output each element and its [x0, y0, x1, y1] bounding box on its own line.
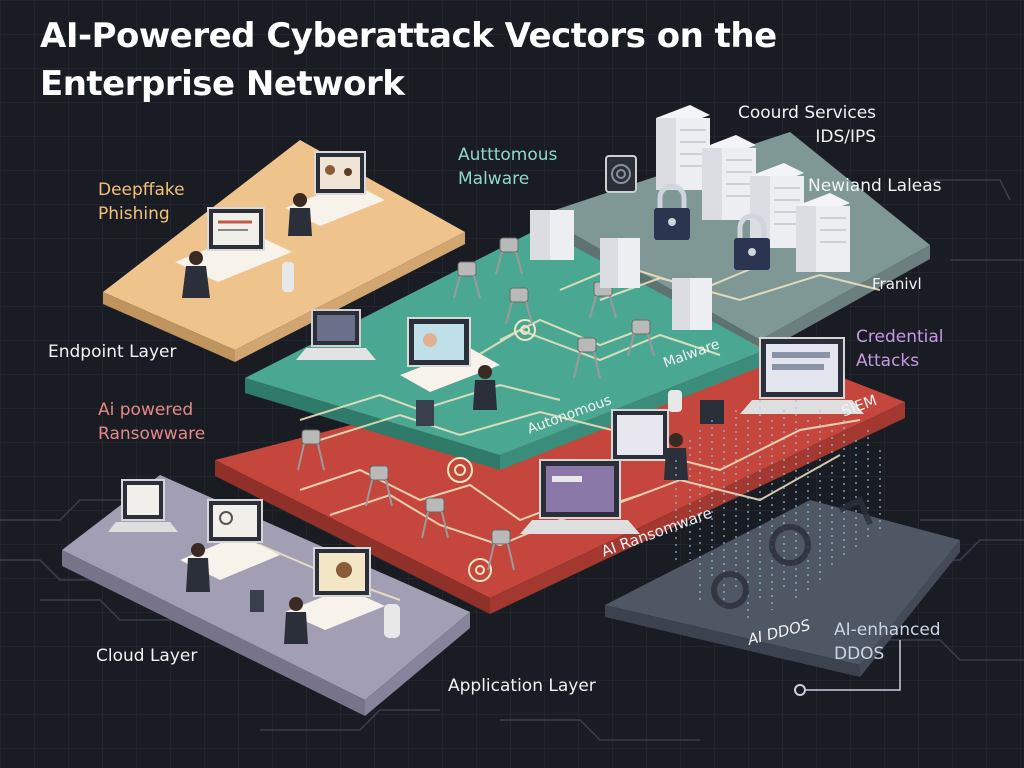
label-line: Ai powered: [98, 400, 194, 420]
robot-icon: [297, 429, 325, 471]
ddos-ghost-shapes: [711, 495, 873, 609]
padlocks: [605, 155, 770, 270]
label-line: DDOS: [834, 644, 885, 664]
person-icon: [189, 251, 203, 265]
robot-icon: [453, 261, 481, 299]
laptop-icon: [611, 409, 669, 461]
label-endpoint-layer: Endpoint Layer: [48, 342, 177, 362]
laptop-icon: [108, 479, 178, 532]
robot-icon: [495, 237, 523, 275]
label-franivl: Franivl: [872, 275, 922, 293]
person-icon: [478, 365, 492, 379]
label-line: Phishing: [98, 204, 170, 224]
robot-icon: [487, 529, 515, 571]
robot-icon: [505, 287, 533, 325]
label-ai-powered-ransomware: Ai powered Ransowware: [98, 398, 205, 446]
label-cloud-layer: Cloud Layer: [96, 646, 198, 666]
page-title: AI-Powered Cyberattack Vectors on the En…: [40, 16, 777, 104]
label-autonomous-malware-top: Autttomous Malware: [458, 143, 557, 191]
label-newiand-laleas: Newiand Laleas: [808, 176, 942, 196]
robot-icon: [573, 337, 601, 379]
laptop-icon: [520, 459, 640, 534]
endpoint-workstations: [175, 151, 385, 298]
person-icon: [293, 193, 307, 207]
ddos-platform: [605, 500, 960, 677]
person-icon: [191, 543, 205, 557]
label-line: Credential: [856, 327, 944, 347]
malware-workstations: [296, 309, 500, 426]
label-line: AI-enhanced: [834, 620, 941, 640]
label-credential-attacks: Credential Attacks: [856, 325, 944, 373]
background-circuits: [0, 179, 1024, 741]
robot-icon: [365, 465, 393, 507]
label-application-layer: Application Layer: [448, 676, 596, 696]
malware-robots: [453, 237, 655, 379]
label-line: IDS/IPS: [815, 127, 877, 147]
label-line: Ransowware: [98, 424, 206, 444]
robot-icon: [421, 497, 449, 539]
server-rack-icon: [600, 238, 640, 288]
server-rack-icon: [656, 105, 710, 190]
server-rack-icon: [530, 210, 574, 260]
label-line: Attacks: [856, 351, 920, 371]
laptop-icon: [740, 337, 864, 414]
label-line: Autttomous: [458, 145, 558, 165]
robot-icon: [589, 281, 617, 319]
ransomware-robots: [297, 429, 515, 571]
server-racks: [530, 105, 850, 330]
cloud-devices: [108, 479, 400, 644]
server-rack-icon: [796, 193, 850, 272]
padlock-icon: [654, 183, 690, 240]
label-ai-enhanced-ddos: AI-enhanced DDOS: [834, 618, 941, 666]
server-rack-icon: [750, 163, 804, 248]
label-cloud-services-ids: Coourd Services IDS/IPS: [738, 101, 876, 149]
ddos-connector: [794, 640, 901, 696]
circuit-nodes: [447, 319, 536, 582]
application-devices: [520, 337, 864, 534]
padlock-icon: [734, 213, 770, 270]
label-line: Malware: [458, 169, 530, 189]
person-icon: [289, 597, 303, 611]
label-deepfake-phishing: Deepffake Phishing: [98, 178, 185, 226]
server-rack-icon: [672, 278, 712, 330]
person-icon: [669, 433, 683, 447]
label-line: Coourd Services: [738, 103, 877, 123]
fingerprint-icon: [605, 155, 637, 193]
robot-icon: [627, 319, 655, 357]
label-line: Deepffake: [98, 180, 185, 200]
